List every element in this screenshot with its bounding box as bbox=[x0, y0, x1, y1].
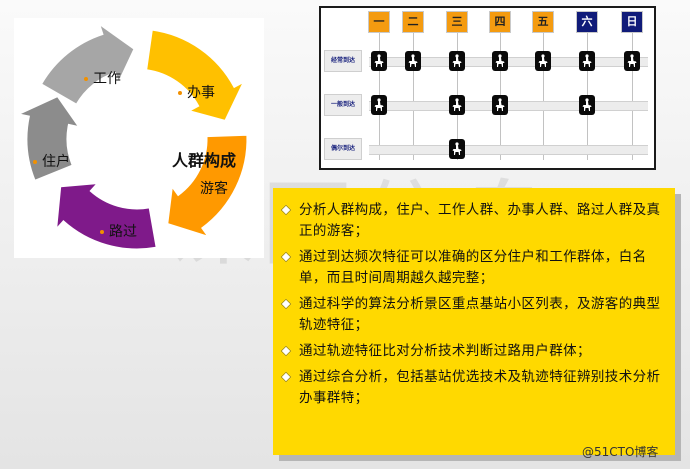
rider-icon bbox=[408, 54, 418, 67]
visit-marker-frequent-tuesday bbox=[405, 51, 421, 71]
analysis-points-list: 分析人群构成，住户、工作人群、办事人群、路过人群及真正的游客； 通过到达频次特征可… bbox=[280, 200, 665, 409]
errands-arrow bbox=[146, 29, 245, 121]
rider-icon bbox=[538, 54, 548, 67]
diamond-bullet-icon bbox=[280, 298, 292, 310]
row-band bbox=[369, 57, 648, 67]
weekly-visit-schedule: 一二三四五六 日经常到达一般到达偶尔到达 bbox=[319, 6, 656, 170]
rider-icon bbox=[452, 98, 462, 111]
segment-label-errands: 办事 bbox=[178, 82, 215, 102]
resident-arrow bbox=[18, 96, 80, 181]
analysis-point-text: 通过综合分析，包括基站优选技术及轨迹特征辨别技术分析办事群特； bbox=[299, 369, 661, 406]
segment-label-passing: 路过 bbox=[100, 221, 137, 241]
passing-arrow bbox=[56, 182, 157, 250]
rider-icon bbox=[452, 142, 462, 155]
row-band bbox=[369, 145, 648, 155]
diamond-bullet-icon bbox=[280, 204, 292, 216]
day-column-line bbox=[413, 33, 414, 160]
day-header-sunday: 日 bbox=[621, 11, 643, 33]
day-header-thursday: 四 bbox=[489, 11, 511, 33]
work-arrow bbox=[41, 23, 135, 105]
analysis-point: 分析人群构成，住户、工作人群、办事人群、路过人群及真正的游客； bbox=[280, 200, 665, 242]
visit-marker-frequent-sunday bbox=[624, 51, 640, 71]
row-label-frequent: 经常到达 bbox=[324, 50, 362, 72]
visit-marker-frequent-thursday bbox=[492, 51, 508, 71]
row-band bbox=[369, 101, 648, 111]
rider-icon bbox=[582, 54, 592, 67]
visit-marker-regular-saturday bbox=[579, 95, 595, 115]
cycle-arrows bbox=[18, 23, 248, 250]
segment-label-work: 工作 bbox=[84, 68, 121, 88]
segment-label-resident: 住户 bbox=[33, 151, 70, 171]
diamond-bullet-icon bbox=[280, 371, 292, 383]
rider-icon bbox=[452, 54, 462, 67]
diamond-bullet-icon bbox=[280, 251, 292, 263]
day-header-saturday: 六 bbox=[576, 11, 598, 33]
day-header-friday: 五 bbox=[532, 11, 554, 33]
analysis-point-text: 分析人群构成，住户、工作人群、办事人群、路过人群及真正的游客； bbox=[299, 202, 661, 239]
day-header-wednesday: 三 bbox=[446, 11, 468, 33]
analysis-point: 通过综合分析，包括基站优选技术及轨迹特征辨别技术分析办事群特； bbox=[280, 367, 665, 409]
day-column-line bbox=[632, 33, 633, 160]
analysis-point-text: 通过科学的算法分析景区重点基站小区列表，及游客的典型轨迹特征； bbox=[299, 296, 661, 333]
day-header-tuesday: 二 bbox=[402, 11, 424, 33]
day-column-line bbox=[543, 33, 544, 160]
visit-marker-frequent-friday bbox=[535, 51, 551, 71]
analysis-points-box: 分析人群构成，住户、工作人群、办事人群、路过人群及真正的游客； 通过到达频次特征可… bbox=[273, 188, 675, 455]
crowd-composition-cycle-diagram: 工作 办事 游客 路过 住户 人群构成 bbox=[14, 18, 264, 258]
analysis-point: 通过轨迹特征比对分析技术判断过路用户群体； bbox=[280, 341, 665, 362]
tourist-arrow bbox=[167, 134, 248, 238]
analysis-point: 通过科学的算法分析景区重点基站小区列表，及游客的典型轨迹特征； bbox=[280, 294, 665, 336]
visit-marker-regular-wednesday bbox=[449, 95, 465, 115]
visit-marker-occasional-wednesday bbox=[449, 139, 465, 159]
rider-icon bbox=[582, 98, 592, 111]
visit-marker-regular-thursday bbox=[492, 95, 508, 115]
day-header-monday: 一 bbox=[368, 11, 390, 33]
analysis-point-text: 通过到达频次特征可以准确的区分住户和工作群体，白名单，而且时间周期越久越完整； bbox=[299, 249, 647, 286]
rider-icon bbox=[374, 54, 384, 67]
segment-label-tourist: 游客 bbox=[200, 181, 228, 197]
cycle-center-title: 人群构成 bbox=[172, 151, 237, 170]
diamond-bullet-icon bbox=[280, 345, 292, 357]
visit-marker-frequent-monday bbox=[371, 51, 387, 71]
analysis-point-text: 通过轨迹特征比对分析技术判断过路用户群体； bbox=[299, 343, 591, 359]
analysis-point: 通过到达频次特征可以准确的区分住户和工作群体，白名单，而且时间周期越久越完整； bbox=[280, 247, 665, 289]
rider-icon bbox=[495, 54, 505, 67]
visit-marker-frequent-saturday bbox=[579, 51, 595, 71]
rider-icon bbox=[495, 98, 505, 111]
visit-marker-regular-monday bbox=[371, 95, 387, 115]
row-label-regular: 一般到达 bbox=[324, 94, 362, 116]
source-watermark: @51CTO博客 bbox=[582, 445, 659, 459]
rider-icon bbox=[374, 98, 384, 111]
rider-icon bbox=[627, 54, 637, 67]
visit-marker-frequent-wednesday bbox=[449, 51, 465, 71]
row-label-occasional: 偶尔到达 bbox=[324, 138, 362, 160]
